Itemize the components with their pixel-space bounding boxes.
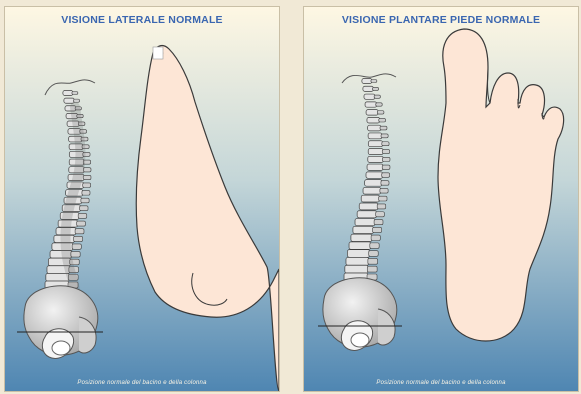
panel-caption: Posizione normale del bacino e della col… <box>5 380 279 386</box>
vertebra-process <box>72 244 81 249</box>
vertebra-process <box>373 227 382 232</box>
vertebra <box>368 149 383 155</box>
vertebra-process <box>80 206 88 211</box>
vertebra-process <box>382 165 390 169</box>
vertebra <box>64 98 75 103</box>
vertebra-process <box>77 221 86 226</box>
vertebra-process <box>376 103 382 106</box>
vertebra-process <box>381 134 388 138</box>
vertebra-process <box>377 111 384 114</box>
vertebra-process <box>82 191 90 196</box>
vertebra <box>353 226 374 233</box>
vertebra-process <box>382 173 390 177</box>
vertebra-process <box>374 95 380 98</box>
panel-caption: Posizione normale del bacino e della col… <box>304 380 578 386</box>
vertebra-process <box>71 252 80 258</box>
vertebra <box>345 265 368 273</box>
vertebra-process <box>368 258 378 264</box>
vertebra <box>367 117 380 123</box>
vertebra <box>361 195 379 202</box>
vertebra-process <box>374 220 383 225</box>
vertebra-process <box>367 266 377 272</box>
vertebra-process <box>379 196 387 201</box>
vertebra <box>351 234 372 241</box>
vertebra-process <box>379 118 386 122</box>
vertebra-process <box>83 175 91 179</box>
plantar-view-illustration <box>304 7 578 391</box>
vertebra <box>367 164 383 170</box>
vertebra <box>63 91 73 96</box>
vertebra-process <box>382 142 389 146</box>
vertebra-process <box>81 198 89 203</box>
vertebra <box>368 156 384 162</box>
vertebra <box>349 242 371 250</box>
vertebra <box>46 273 69 281</box>
vertebra <box>359 203 378 210</box>
lateral-view-illustration <box>5 7 279 391</box>
plantar-view-panel: VISIONE PLANTARE PIEDE NORMALE Posizione… <box>303 6 579 392</box>
vertebra-process <box>382 157 390 161</box>
vertebra <box>363 187 381 194</box>
vertebra <box>363 86 374 91</box>
vertebra <box>368 125 381 131</box>
vertebra-process <box>372 87 378 90</box>
vertebra-process <box>73 99 79 102</box>
vertebra-process <box>371 80 377 83</box>
vertebra <box>362 79 372 84</box>
vertebra-process <box>75 229 84 234</box>
vertebra <box>368 133 382 139</box>
vertebra-process <box>83 183 91 187</box>
vertebra-process <box>74 236 83 241</box>
vertebra <box>357 211 377 218</box>
vertebra-process <box>83 168 91 172</box>
vertebra <box>365 102 377 107</box>
vertebra-process <box>72 92 78 95</box>
vertebra <box>366 110 378 115</box>
vertebra <box>347 250 369 258</box>
vertebra-process <box>377 204 386 209</box>
vertebra <box>366 172 383 178</box>
vertebra-process <box>371 235 380 240</box>
panel-title: VISIONE LATERALE NORMALE <box>5 14 279 26</box>
vertebra <box>355 219 375 226</box>
vertebra-process <box>382 150 389 154</box>
panel-title: VISIONE PLANTARE PIEDE NORMALE <box>304 14 578 26</box>
vertebra-process <box>380 188 388 193</box>
vertebra-process <box>78 213 87 218</box>
vertebra-process <box>369 251 379 257</box>
vertebra-process <box>381 181 389 186</box>
vertebra <box>346 257 369 265</box>
lateral-view-panel: VISIONE LATERALE NORMALE Posizione norma… <box>4 6 280 392</box>
vertebra <box>364 94 375 99</box>
vertebra-process <box>370 243 379 249</box>
vertebra-process <box>380 126 387 130</box>
vertebra-process <box>376 212 385 217</box>
vertebra <box>368 141 382 147</box>
vertebra <box>365 180 382 187</box>
